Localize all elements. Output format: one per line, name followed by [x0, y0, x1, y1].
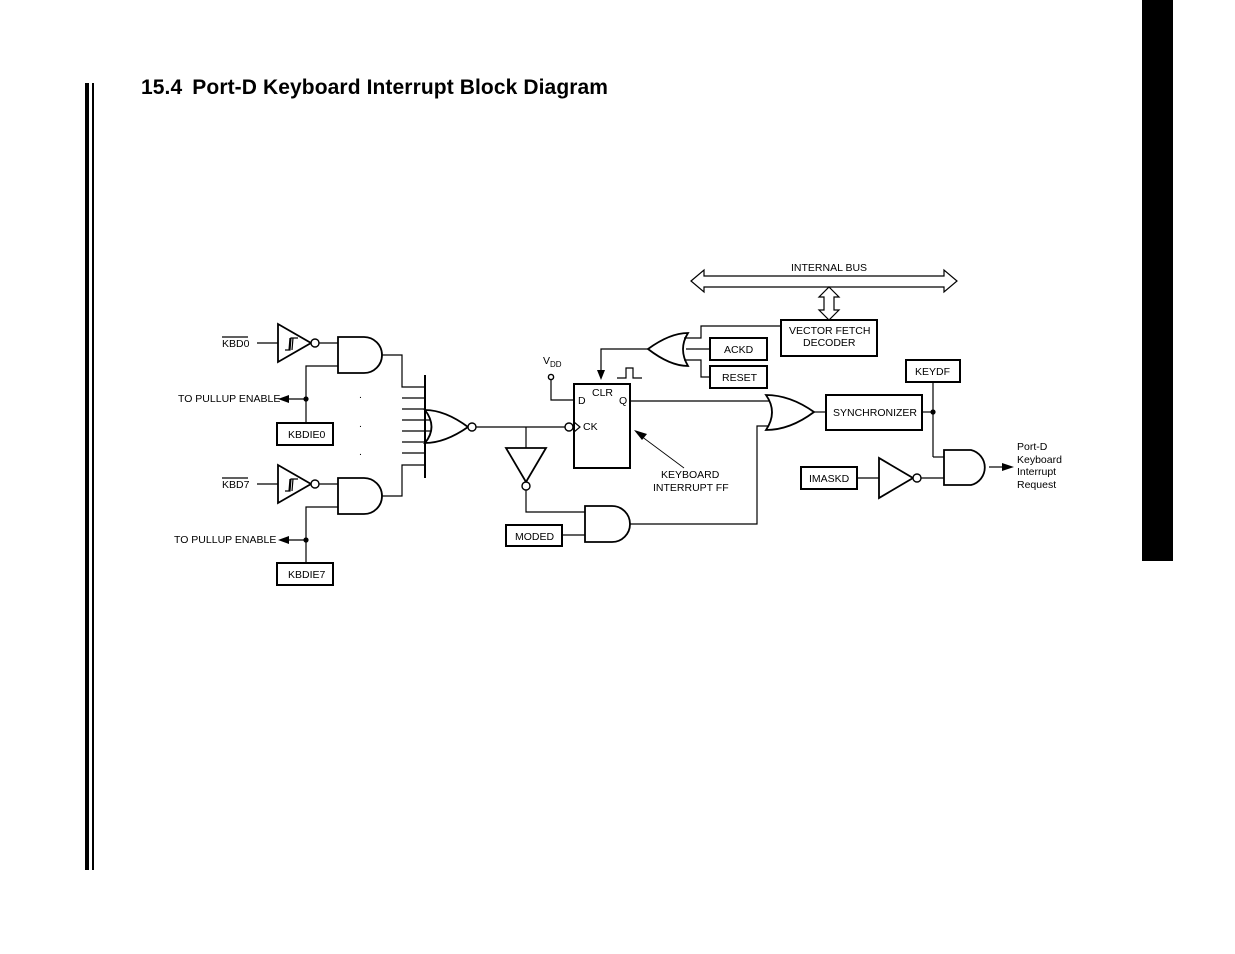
kbdie7-register — [276, 562, 334, 586]
ellipsis-dot: . — [359, 446, 362, 458]
kbd7-channel: KBD7 TO PULLUP ENABLE KBDIE7 — [174, 463, 425, 586]
arrow-down-icon — [597, 370, 605, 380]
bidirectional-bus-arrow — [690, 268, 958, 294]
output-label-1: Port-D — [1017, 441, 1048, 453]
keydf-register — [905, 359, 961, 383]
reset-register — [709, 365, 768, 389]
margin-change-bar-thin — [92, 83, 94, 870]
output-label-3: Interrupt — [1017, 466, 1056, 478]
ff-d-pin: D — [578, 395, 586, 407]
schmitt-trigger-icon — [285, 478, 298, 492]
pullup-label-0: TO PULLUP ENABLE — [178, 393, 280, 405]
vector-fetch-label-1: VECTOR FETCH — [789, 325, 870, 337]
arrow-right-icon — [1002, 463, 1014, 471]
or-gate-sync — [764, 394, 816, 431]
synchronizer-block — [825, 394, 923, 431]
inverter-clock — [504, 447, 548, 484]
schmitt-inverter-0 — [277, 322, 320, 364]
section-number: 15.4 — [141, 76, 183, 99]
bus-connector-arrow — [817, 286, 841, 321]
pulse-icon — [617, 367, 642, 379]
kbd0-label: KBD0 — [222, 338, 250, 350]
arrow-left-icon — [278, 395, 289, 403]
and-gate-moded — [584, 505, 631, 543]
ff-q-pin: Q — [619, 395, 627, 407]
margin-change-bar-thick — [85, 83, 89, 870]
keyboard-interrupt-ff: D Q CLR CK — [564, 383, 631, 469]
kbdie0-register — [276, 422, 334, 446]
kbdie0-label: KBDIE0 — [288, 429, 326, 441]
ellipsis-dot: . — [359, 389, 362, 401]
output-label-2: Keyboard — [1017, 454, 1062, 466]
keydf-label: KEYDF — [915, 366, 950, 378]
imaskd-label: IMASKD — [809, 473, 850, 485]
and-gate-output — [943, 449, 986, 486]
or-gate-clear — [646, 332, 690, 367]
schmitt-inverter-7 — [277, 463, 320, 505]
vector-fetch-decoder — [780, 319, 878, 357]
ff-clr-pin: CLR — [592, 387, 613, 399]
kbdie7-label: KBDIE7 — [288, 569, 326, 581]
ackd-label: ACKD — [724, 344, 754, 356]
internal-bus: INTERNAL BUS — [690, 262, 958, 321]
inverter-imask — [878, 456, 915, 500]
kbd7-label: KBD7 — [222, 479, 250, 491]
ackd-register — [709, 337, 768, 361]
section-tab-marker — [1142, 0, 1173, 561]
pullup-label-7: TO PULLUP ENABLE — [174, 534, 276, 546]
vdd-label: VDD — [543, 355, 562, 369]
ff-callout-label-2: INTERRUPT FF — [653, 482, 729, 494]
ellipsis-dot: . — [359, 418, 362, 430]
and-gate-kbd7 — [337, 477, 383, 515]
reset-label: RESET — [722, 372, 758, 384]
and-gate-kbd0 — [337, 336, 383, 374]
synchronizer-label: SYNCHRONIZER — [833, 407, 917, 419]
page-heading: 15.4 Port-D Keyboard Interrupt Block Diag… — [141, 76, 608, 100]
vector-fetch-label-2: DECODER — [803, 337, 856, 349]
nor-gate-8-input — [402, 375, 477, 478]
callout-arrow-icon — [634, 430, 647, 440]
schmitt-trigger-icon — [285, 337, 298, 351]
section-title: Port-D Keyboard Interrupt Block Diagram — [192, 76, 609, 99]
output-label-4: Request — [1017, 479, 1056, 491]
ff-ck-pin: CK — [583, 421, 598, 433]
ff-callout-label-1: KEYBOARD — [661, 469, 720, 481]
moded-label: MODED — [515, 531, 555, 543]
kbd0-channel: KBD0 TO PULLUP ENABLE KBDIE0 — [178, 322, 425, 446]
internal-bus-label: INTERNAL BUS — [791, 262, 867, 274]
vdd-terminal — [547, 373, 555, 381]
arrow-left-icon — [278, 536, 289, 544]
